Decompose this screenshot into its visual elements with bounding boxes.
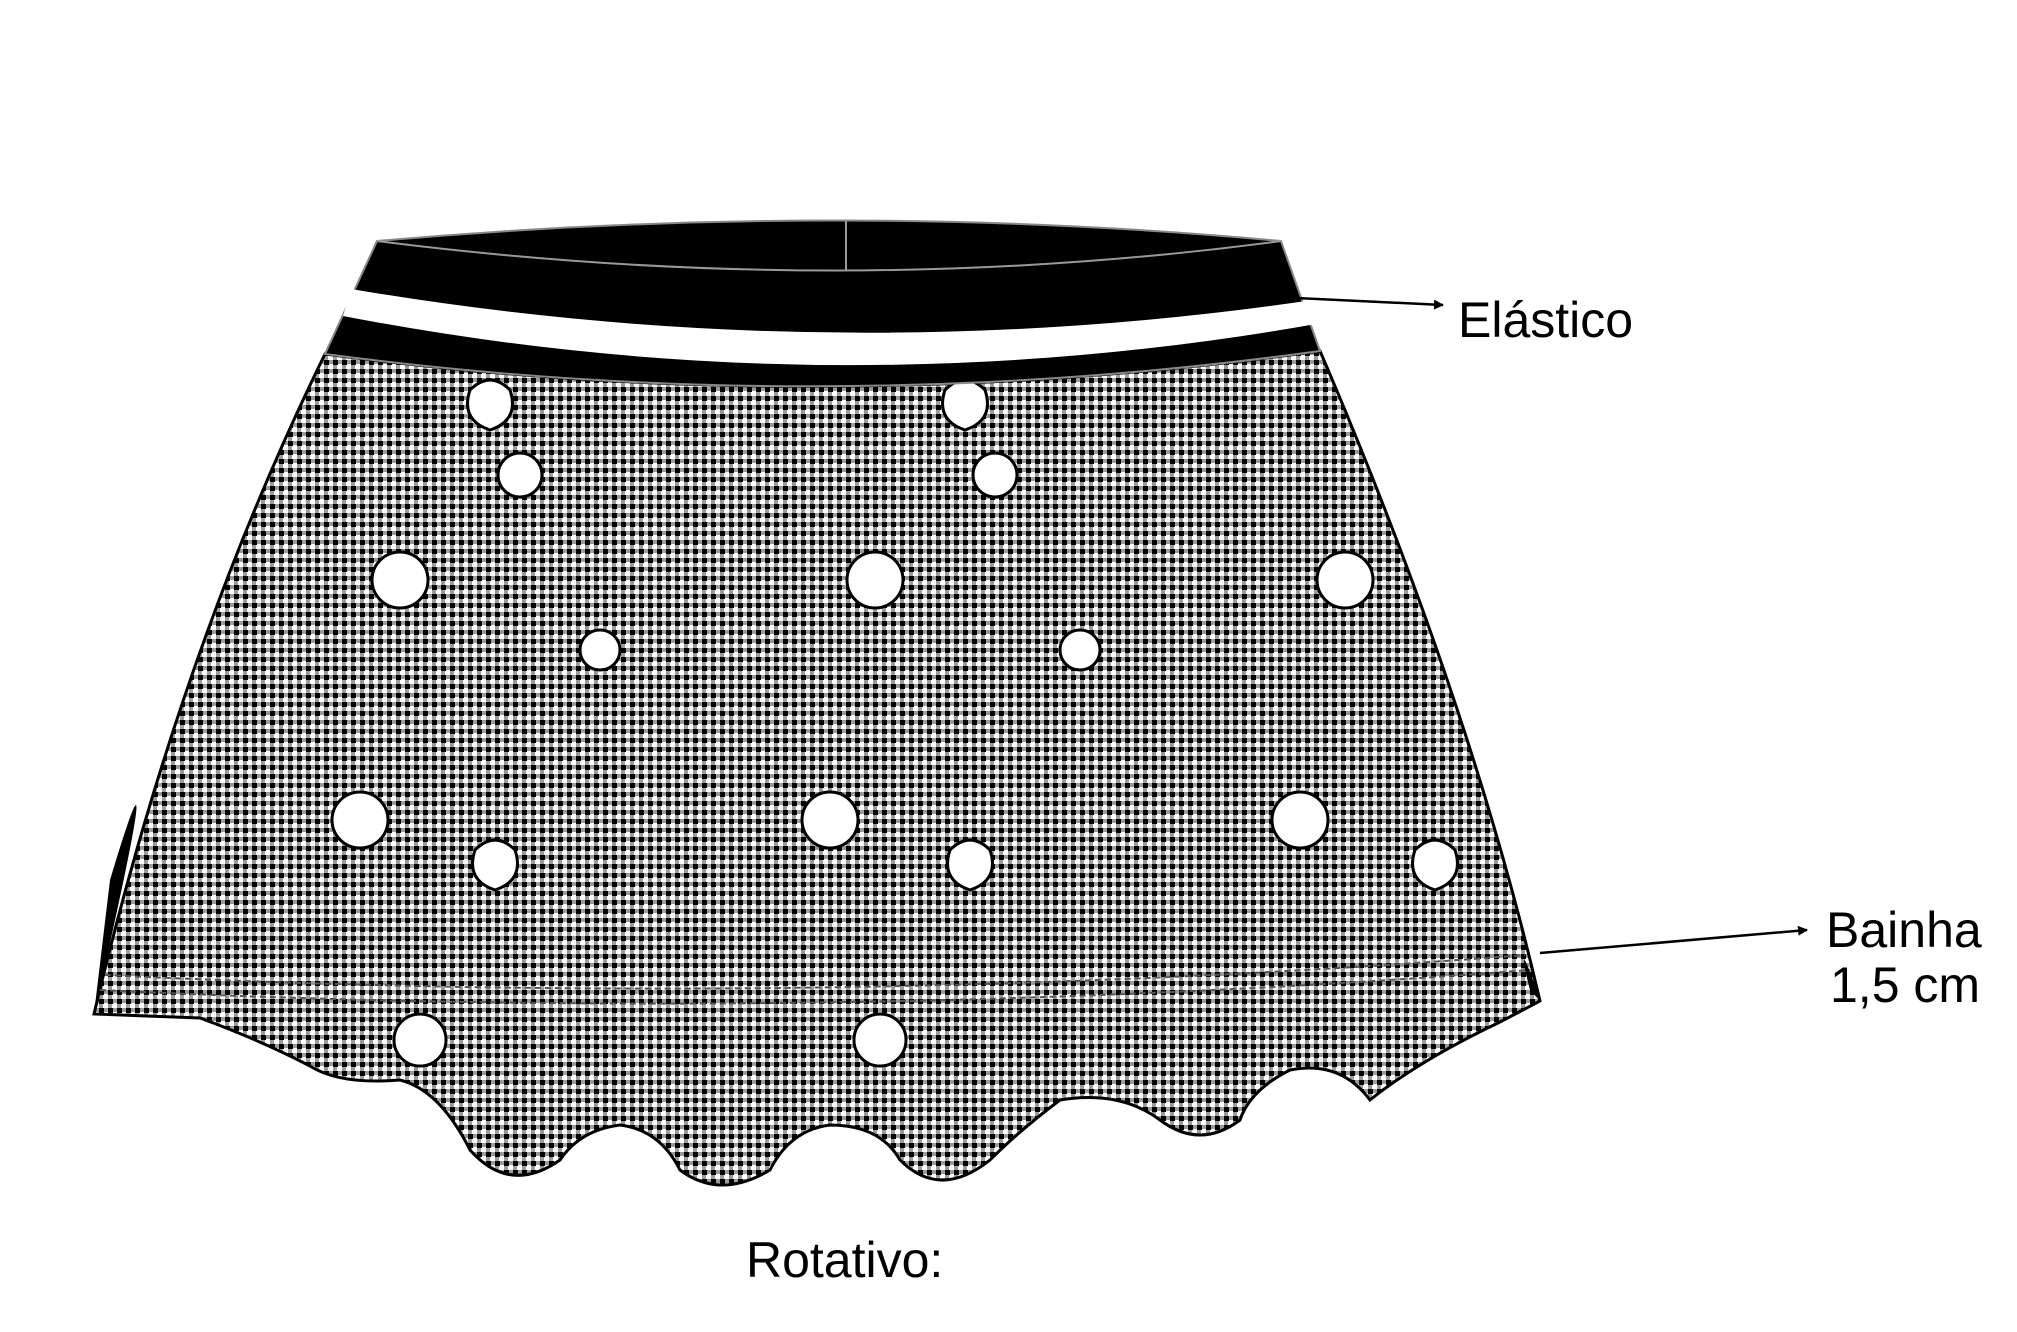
waistband-white-stripe	[343, 289, 1316, 366]
caption-rotativo: Rotativo:	[746, 1232, 944, 1288]
hem-stitch-line	[104, 954, 1526, 990]
elastic-label: Elástico	[1458, 292, 1634, 348]
skirt-body	[92, 349, 1542, 1187]
hem-stitch-line	[99, 969, 1531, 1005]
elastic-callout-arrow	[1253, 294, 1444, 310]
hem-size-label: 1,5 cm	[1830, 957, 1981, 1013]
hem-callout-arrow	[1539, 925, 1808, 955]
hem-label: Bainha	[1826, 902, 1982, 958]
waistband-elastic	[323, 219, 1322, 388]
print-motifs	[330, 378, 1459, 1068]
